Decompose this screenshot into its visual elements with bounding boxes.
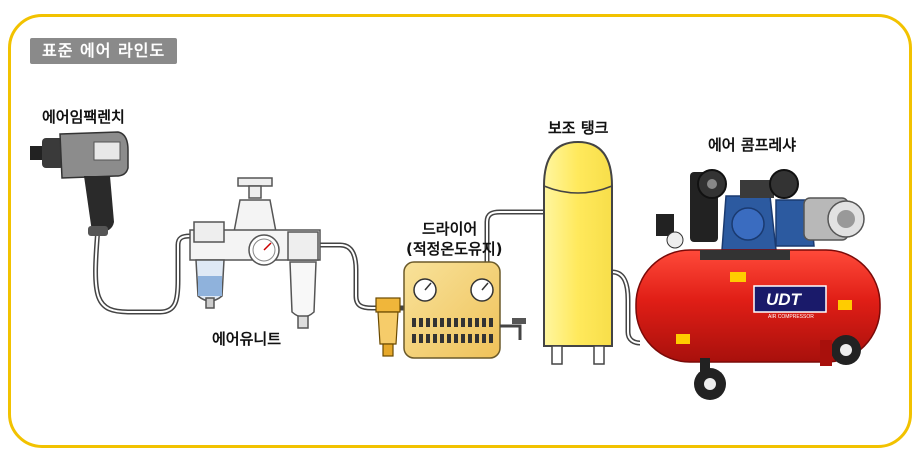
dryer-icon xyxy=(403,261,526,359)
air-unit-icon xyxy=(189,177,321,329)
impact-wrench-icon xyxy=(30,131,129,236)
brand-logo: UDT xyxy=(766,290,803,309)
impact-wrench-label: 에어임팩렌치 xyxy=(42,108,125,126)
diagram-title: 표준 에어 라인도 xyxy=(30,38,178,64)
aux-tank-icon xyxy=(543,140,613,365)
air-unit-label: 에어유니트 xyxy=(212,330,282,348)
compressor-label: 에어 콤프레샤 xyxy=(708,136,797,154)
line-filter-icon xyxy=(375,297,401,357)
aux-tank-label: 보조 탱크 xyxy=(548,119,609,137)
brand-sub: AIR COMPRESSOR xyxy=(768,314,814,320)
air-compressor-icon: UDT AIR COMPRESSOR xyxy=(635,169,881,400)
dryer-sublabel: (적정온도유지) xyxy=(406,240,503,258)
dryer-label: 드라이어 xyxy=(422,220,478,238)
